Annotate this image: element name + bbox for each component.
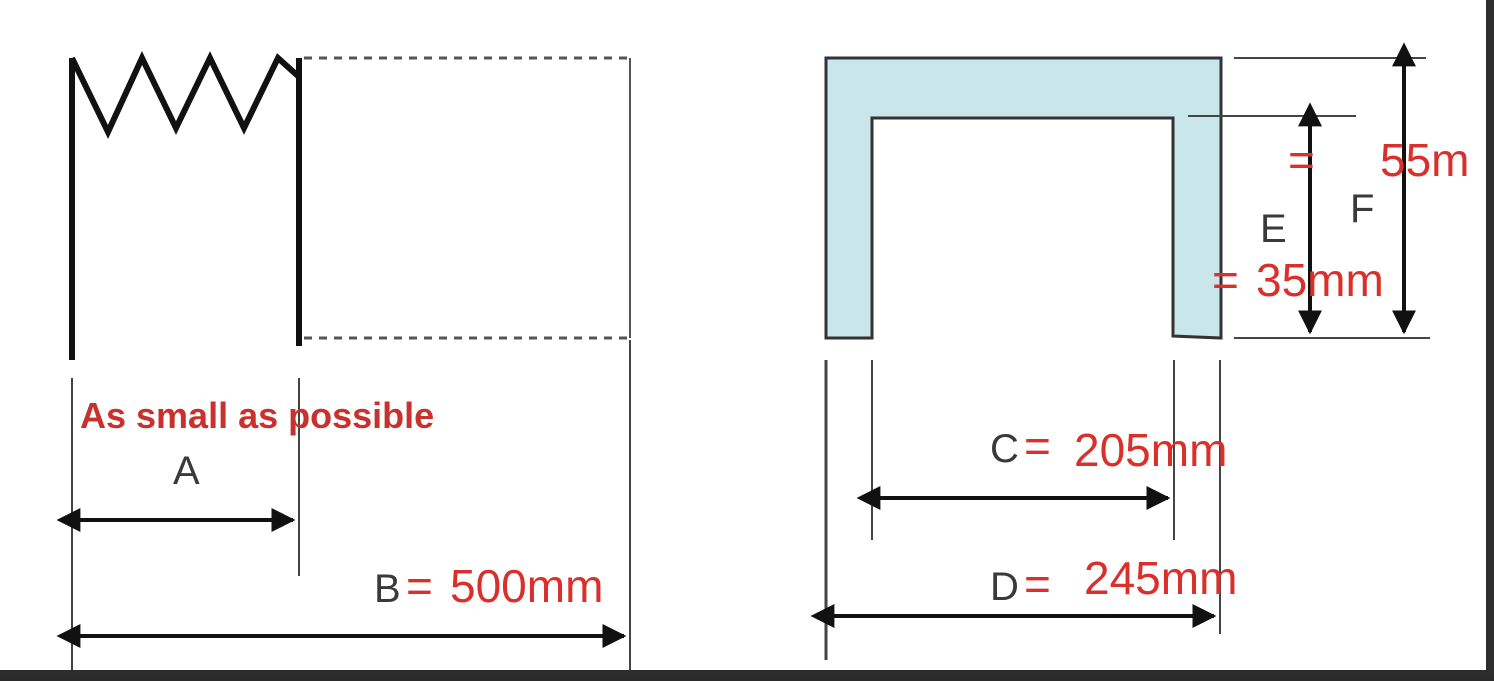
left-figure: As small as possible A B = 500mm [56, 50, 631, 676]
label-d-letter: D [990, 565, 1019, 609]
right-figure: C = 205mm D = 245mm E = 35mm = F 55m [810, 42, 1469, 660]
label-b-letter: B [374, 567, 401, 611]
label-c-letter: C [990, 427, 1019, 471]
label-d-value: 245mm [1084, 552, 1237, 604]
label-b-eq: = [406, 560, 433, 612]
label-a: A [173, 449, 200, 493]
label-d-eq: = [1024, 558, 1051, 610]
label-e-letter: E [1260, 207, 1287, 251]
label-c-eq: = [1024, 420, 1051, 472]
frame-edge-right [1486, 0, 1494, 676]
label-f-value: 55m [1380, 134, 1469, 186]
channel-profile [824, 56, 1223, 340]
note-as-small-as-possible: As small as possible [80, 395, 434, 436]
label-c-value: 205mm [1074, 424, 1227, 476]
frame-edge-bottom [0, 670, 1494, 676]
label-b-value: 500mm [450, 560, 603, 612]
label-e-eq: = [1212, 254, 1239, 306]
label-e-value: 35mm [1256, 254, 1384, 306]
label-f-letter: F [1350, 187, 1374, 231]
zigzag-spring [69, 50, 301, 140]
label-f-eq: = [1288, 134, 1315, 186]
